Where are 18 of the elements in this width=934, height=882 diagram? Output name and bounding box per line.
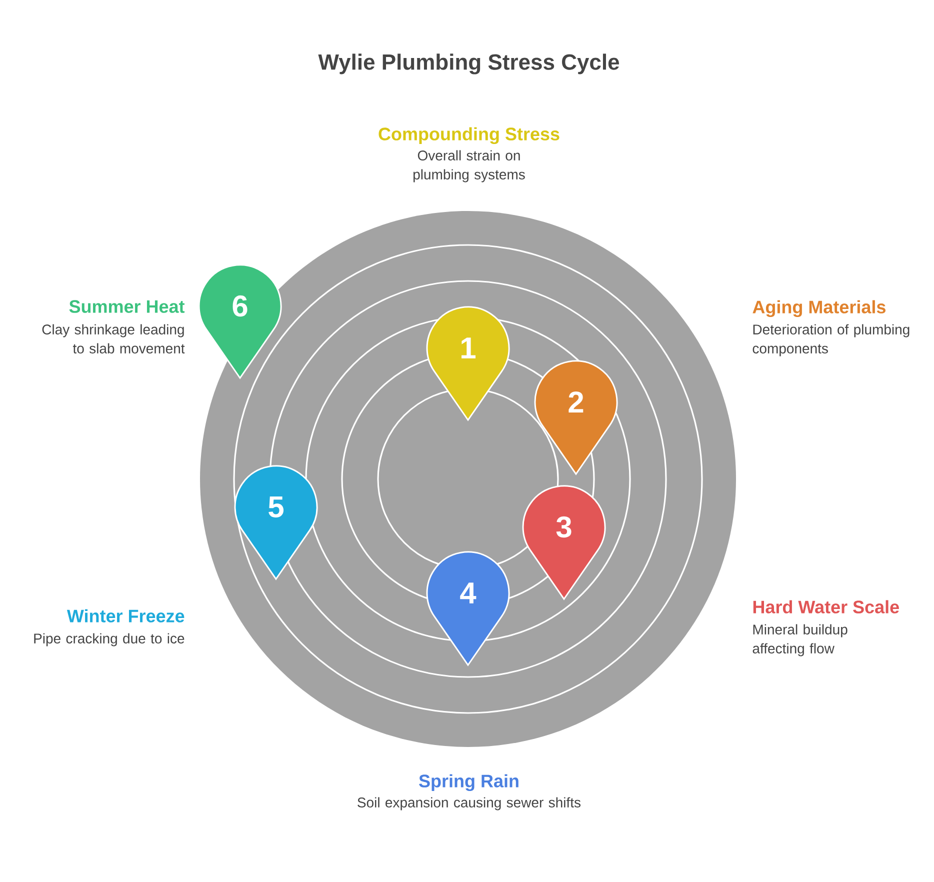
map-pin: 1 (426, 306, 510, 421)
description: Pipe cracking due to ice (34, 633, 184, 646)
title: Wylie Plumbing Stress Cycle (318, 54, 620, 74)
heading: Compounding Stress (378, 127, 560, 144)
heading: Winter Freeze (66, 609, 184, 622)
description: Soil expansion causing sewer shifts (358, 797, 580, 810)
map-pin: 6 (198, 264, 282, 379)
heading: Spring Rain (419, 774, 518, 792)
description: Deterioration of plumbing components (752, 324, 910, 356)
map-pin: 3 (522, 485, 606, 600)
description: Clay shrinkage leading to slab movement (42, 324, 185, 354)
heading: Aging Materials (752, 300, 886, 318)
description: Mineral buildup affecting flow (752, 624, 848, 656)
map-pin: 4 (426, 551, 510, 666)
map-pin: 5 (234, 465, 318, 580)
map-pin: 2 (534, 360, 618, 475)
description: Overall strain on plumbing systems (414, 150, 525, 182)
heading: Hard Water Scale (753, 600, 899, 614)
